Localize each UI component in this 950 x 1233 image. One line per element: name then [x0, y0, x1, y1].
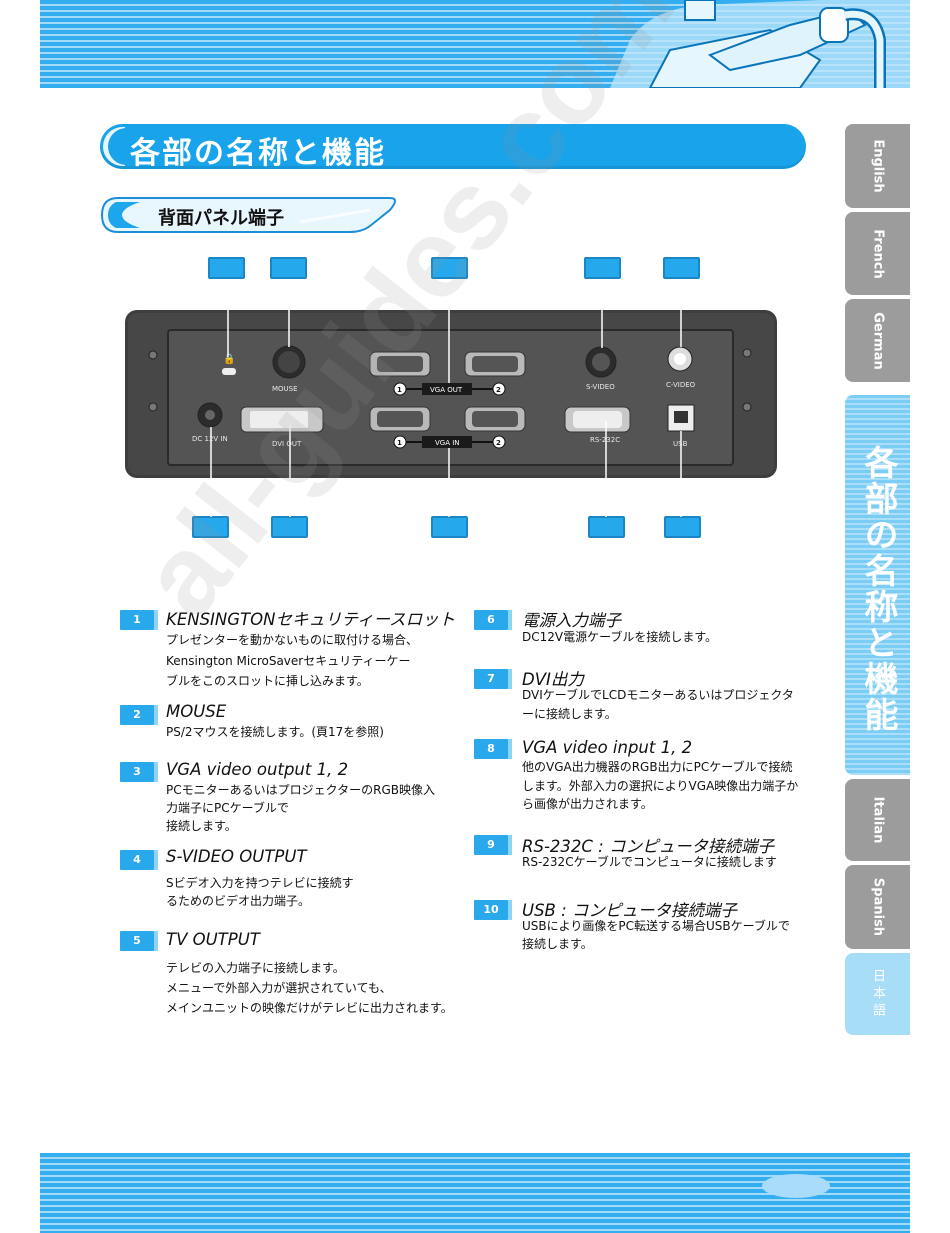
label-dvi-out: DVI OUT — [272, 440, 302, 448]
item-desc-line: Sビデオ入力を持つテレビに接続す — [166, 876, 354, 890]
item-title: VGA video input 1, 2 — [522, 738, 693, 757]
label-vga-out-port-2: 2 — [496, 386, 501, 394]
rear-panel-drawing: 🔒 — [125, 281, 777, 517]
item-number-badge: 2 — [120, 705, 158, 725]
item-desc-line: 力端子にPCケーブルで — [166, 801, 289, 815]
item-desc-line: 接続します。 — [166, 819, 237, 833]
item-number-badge: 6 — [474, 610, 512, 630]
footer-band — [40, 1153, 910, 1233]
tab-nihongo[interactable]: 日本語 — [845, 953, 910, 1035]
item-number-badge: 3 — [120, 762, 158, 782]
tab-french[interactable]: French — [845, 212, 910, 295]
page-number-oval — [762, 1174, 830, 1198]
item-title: 電源入力端子 — [522, 611, 621, 630]
item-desc-line: プレゼンターを動かないものに取付ける場合、 — [166, 633, 419, 647]
item-number-badge: 4 — [120, 850, 158, 870]
tab-french-label: French — [870, 228, 885, 279]
tab-english[interactable]: English — [845, 124, 910, 208]
section-heading-pill — [100, 197, 396, 233]
tab-italian-label: Italian — [870, 796, 885, 844]
item-number-badge: 5 — [120, 931, 158, 951]
item-desc-line: Kensington MicroSaverセキュリティーケー — [166, 654, 411, 668]
item-desc-line: テレビの入力端子に接続します。 — [166, 961, 345, 975]
item-desc-line: ブルをこのスロットに挿し込みます。 — [166, 674, 369, 688]
item-title: RS-232C : コンピュータ接続端子 — [522, 837, 774, 856]
callout-svideo — [584, 257, 621, 279]
item-title: S-VIDEO OUTPUT — [166, 847, 307, 866]
page-title: 各部の名称と機能 — [130, 136, 386, 171]
tab-japanese-section[interactable]: 各部の名称と機能 — [845, 395, 910, 775]
item-desc-line: メニューで外部入力が選択されていても、 — [166, 981, 392, 995]
item-title: MOUSE — [166, 702, 227, 721]
item-desc-line: RS-232Cケーブルでコンピュータに接続します — [522, 855, 777, 869]
item-number-badge: 10 — [474, 900, 512, 920]
item-desc-line: ら画像が出力されます。 — [522, 797, 653, 811]
title-bar — [100, 124, 806, 169]
rear-panel-diagram: 🔒 — [120, 255, 780, 540]
item-desc-line: PS/2マウスを接続します。(頁17を参照) — [166, 725, 384, 739]
tab-english-label: English — [870, 139, 885, 193]
label-vga-in-port-2: 2 — [496, 439, 501, 447]
label-rs232c: RS-232C — [590, 436, 620, 444]
item-number-badge: 1 — [120, 610, 158, 630]
item-title: TV OUTPUT — [166, 930, 260, 949]
callout-vga-out — [431, 257, 468, 279]
item-title: VGA video output 1, 2 — [166, 760, 349, 779]
label-vga-out-port-1: 1 — [397, 386, 402, 394]
document-camera-illustration — [610, 0, 910, 88]
label-cvideo: C-VIDEO — [666, 381, 696, 389]
item-desc-line: DVIケーブルでLCDモニターあるいはプロジェクタ — [522, 688, 794, 702]
item-title: KENSINGTONセキュリティースロット — [166, 610, 456, 629]
label-dc-in: DC 12V IN — [192, 435, 228, 443]
label-svideo: S-VIDEO — [586, 383, 615, 391]
callout-cvideo — [663, 257, 700, 279]
label-vga-out: VGA OUT — [430, 386, 463, 394]
tab-japanese-section-label: 各部の名称と機能 — [858, 445, 898, 733]
item-desc-line: USBにより画像をPC転送する場合USBケーブルで — [522, 919, 790, 933]
tab-spanish-label: Spanish — [870, 877, 885, 937]
item-desc-line: DC12V電源ケーブルを接続します。 — [522, 630, 718, 644]
callout-kensington — [208, 257, 245, 279]
tab-italian[interactable]: Italian — [845, 779, 910, 861]
item-number-badge: 7 — [474, 669, 512, 689]
item-desc-line: 他のVGA出力機器のRGB出力にPCケーブルで接続 — [522, 760, 793, 774]
item-desc-line: 接続します。 — [522, 937, 593, 951]
item-title: DVI出力 — [522, 670, 584, 689]
item-title: USB : コンピュータ接続端子 — [522, 901, 737, 920]
section-title: 背面パネル端子 — [158, 208, 284, 229]
item-desc-line: します。外部入力の選択によりVGA映像出力端子か — [522, 779, 799, 793]
tab-spanish[interactable]: Spanish — [845, 865, 910, 949]
item-desc-line: メインユニットの映像だけがテレビに出力されます。 — [166, 1001, 453, 1015]
tab-german[interactable]: German — [845, 299, 910, 382]
item-number-badge: 8 — [474, 739, 512, 759]
callout-mouse — [270, 257, 307, 279]
tab-german-label: German — [870, 311, 885, 370]
label-usb: USB — [673, 440, 688, 448]
svg-text:🔒: 🔒 — [223, 353, 235, 365]
label-mouse: MOUSE — [272, 385, 298, 393]
item-number-badge: 9 — [474, 835, 512, 855]
callout-usb — [664, 516, 701, 538]
item-desc-line: PCモニターあるいはプロジェクターのRGB映像入 — [166, 783, 436, 797]
label-vga-in-port-1: 1 — [397, 439, 402, 447]
item-desc-line: るためのビデオ出力端子。 — [166, 894, 311, 908]
label-vga-in: VGA IN — [435, 439, 460, 447]
item-desc-line: ーに接続します。 — [522, 707, 617, 721]
tab-nihongo-label: 日本語 — [870, 969, 885, 1020]
